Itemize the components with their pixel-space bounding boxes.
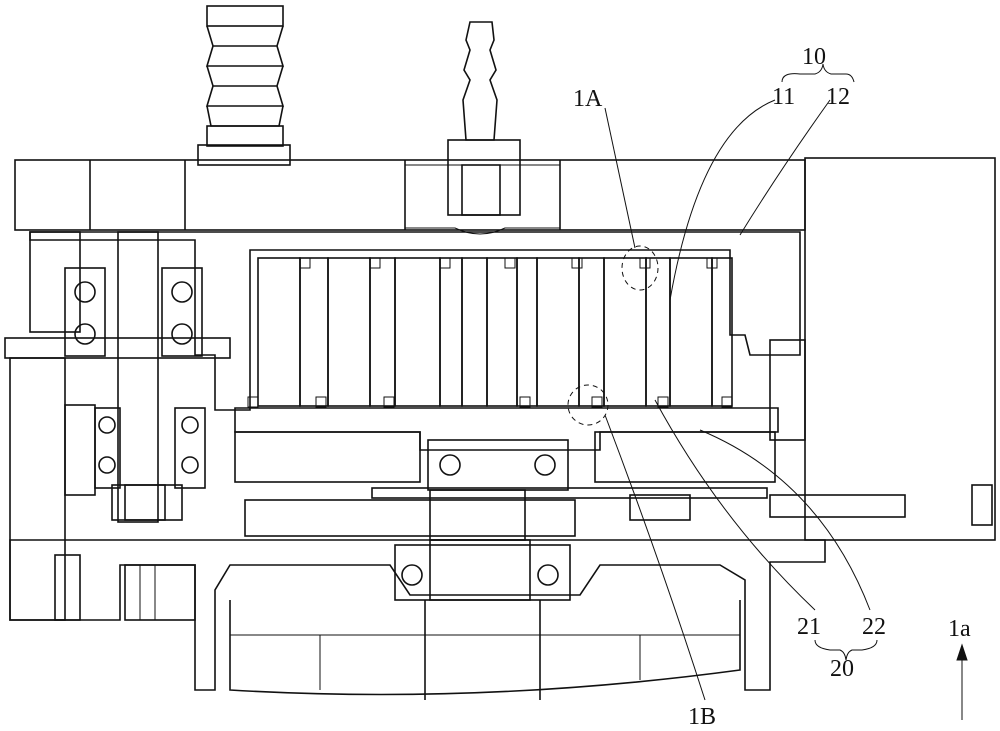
gear <box>245 488 767 540</box>
right-motor-box <box>770 158 995 540</box>
right-nozzle <box>448 22 520 215</box>
label-12: 12 <box>826 84 850 110</box>
bottom-housing <box>10 540 825 700</box>
label-1a-direction: 1a <box>948 616 971 642</box>
label-10: 10 <box>802 44 826 70</box>
left-hose-barb <box>198 6 290 165</box>
label-22: 22 <box>862 614 886 640</box>
lower-plate <box>235 408 778 490</box>
label-1a-detail: 1A <box>573 86 603 112</box>
label-1b-detail: 1B <box>688 704 716 730</box>
vane-array <box>248 258 732 407</box>
top-housing <box>15 160 805 234</box>
leader-lines <box>605 64 967 720</box>
label-20: 20 <box>830 656 854 682</box>
label-21: 21 <box>797 614 821 640</box>
left-shaft-assembly <box>5 232 230 620</box>
label-11: 11 <box>772 84 795 110</box>
